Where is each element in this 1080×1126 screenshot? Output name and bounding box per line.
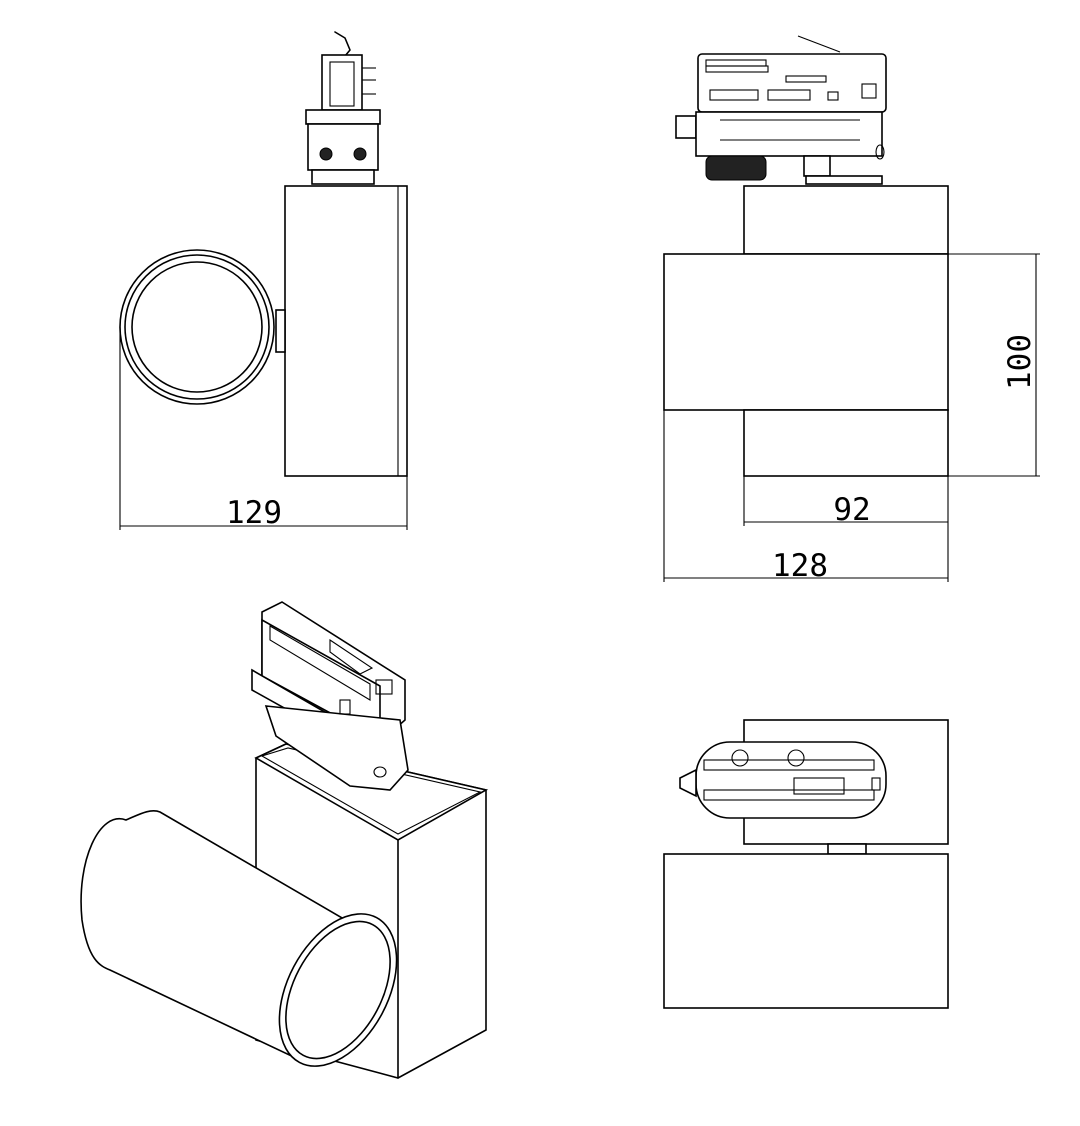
dim-label-front-total-width: 128 (772, 548, 828, 584)
side-body (284, 185, 408, 477)
dimension-129: 129 (119, 327, 408, 531)
side-adapter (305, 31, 381, 185)
side-view: 129 (119, 31, 408, 531)
iso-adapter (251, 601, 409, 791)
iso-cylinder (80, 810, 398, 1067)
isometric-view (80, 601, 489, 1079)
top-view (663, 719, 949, 1009)
dimension-128: 128 (663, 410, 949, 584)
top-adapter (679, 741, 887, 819)
dim-label-front-height: 100 (1002, 334, 1038, 390)
dim-label-front-body-width: 92 (833, 492, 870, 528)
front-adapter (675, 35, 887, 185)
side-lens (119, 249, 275, 405)
dimension-100: 100 (948, 253, 1040, 477)
front-lens-block (663, 253, 949, 411)
top-body-lower (663, 853, 949, 1009)
front-view: 100 92 128 (663, 35, 1040, 584)
dimension-92: 92 (743, 476, 949, 528)
dim-label-side-width: 129 (226, 495, 282, 531)
